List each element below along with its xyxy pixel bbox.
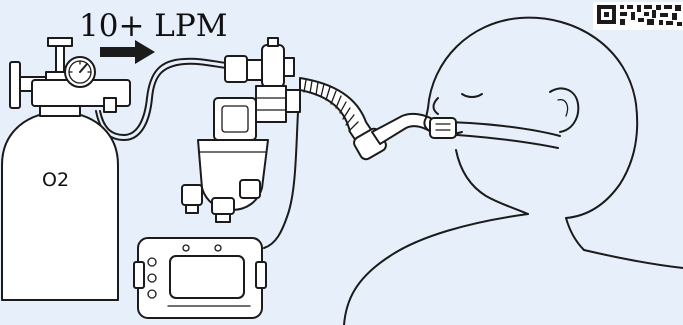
monitor-cable [263, 111, 299, 249]
monitor-device [133, 237, 267, 319]
oxygen-supply-tubing [95, 57, 227, 141]
mask-strap [429, 117, 561, 149]
arrow-right-icon [100, 40, 155, 64]
corrugated-tubing [299, 77, 447, 161]
qr-code-icon [593, 2, 683, 30]
oxygen-cylinder-label: O2 [42, 169, 69, 191]
valve-manifold [181, 37, 301, 223]
oxygen-cylinder [1, 37, 131, 301]
flow-rate-label: 10+ LPM [79, 8, 227, 44]
patient-figure [343, 16, 683, 325]
